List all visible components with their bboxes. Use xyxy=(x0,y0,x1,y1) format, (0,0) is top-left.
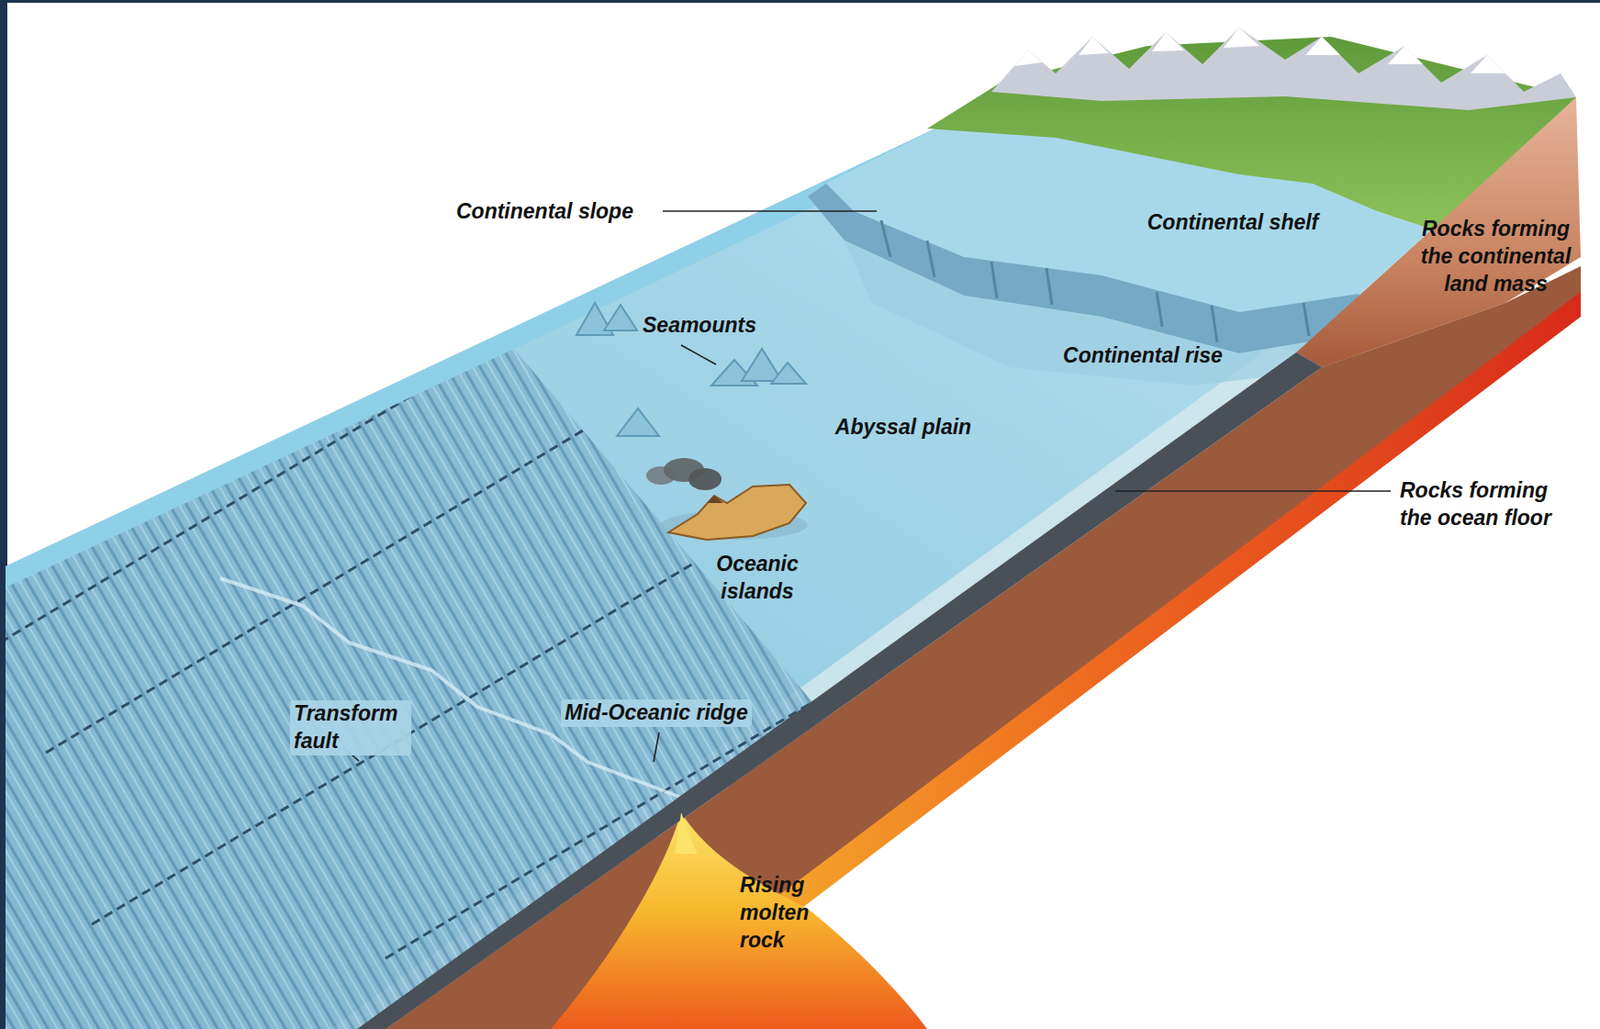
frame-edge xyxy=(0,0,1600,3)
mountains xyxy=(991,27,1577,111)
volcanic-island xyxy=(646,458,808,540)
part-label: Transform fault xyxy=(290,700,412,756)
seamount xyxy=(604,304,638,331)
snow-caps xyxy=(1014,27,1506,74)
leader-line xyxy=(653,732,660,762)
magma-plume xyxy=(550,812,928,1029)
leader-lines xyxy=(346,211,1391,762)
mantle-section xyxy=(385,266,1581,1029)
part-label: Rising molten rock xyxy=(739,872,823,955)
seamounts xyxy=(576,302,806,437)
part-label: Seamounts xyxy=(642,312,757,340)
transform-fault-line xyxy=(0,367,459,643)
ocean-crust-section xyxy=(357,352,1322,1029)
part-label: Abyssal plain xyxy=(835,413,972,442)
smoke xyxy=(646,466,676,485)
island xyxy=(668,484,806,540)
ridge-crest xyxy=(220,578,680,797)
seamount xyxy=(616,408,660,437)
leader-line xyxy=(1115,490,1391,493)
part-label: Continental rise xyxy=(1062,342,1223,370)
part-label: Continental shelf xyxy=(1147,209,1320,237)
leader-line xyxy=(662,210,877,213)
plume-tip xyxy=(674,812,698,854)
ridge-stripes xyxy=(0,275,918,1029)
leader-line xyxy=(681,345,717,365)
crater xyxy=(706,495,724,504)
part-label: Oceanic islands xyxy=(702,550,813,606)
ridge-region xyxy=(0,275,918,1029)
part-label: Rocks forming the ocean floor xyxy=(1399,477,1570,533)
part-label: Continental slope xyxy=(456,198,634,226)
part-label: Mid-Oceanic ridge xyxy=(560,699,751,728)
part-label: Rocks forming the continental land mass xyxy=(1410,215,1581,299)
magma-band xyxy=(601,291,1581,1029)
seamount xyxy=(771,362,806,384)
